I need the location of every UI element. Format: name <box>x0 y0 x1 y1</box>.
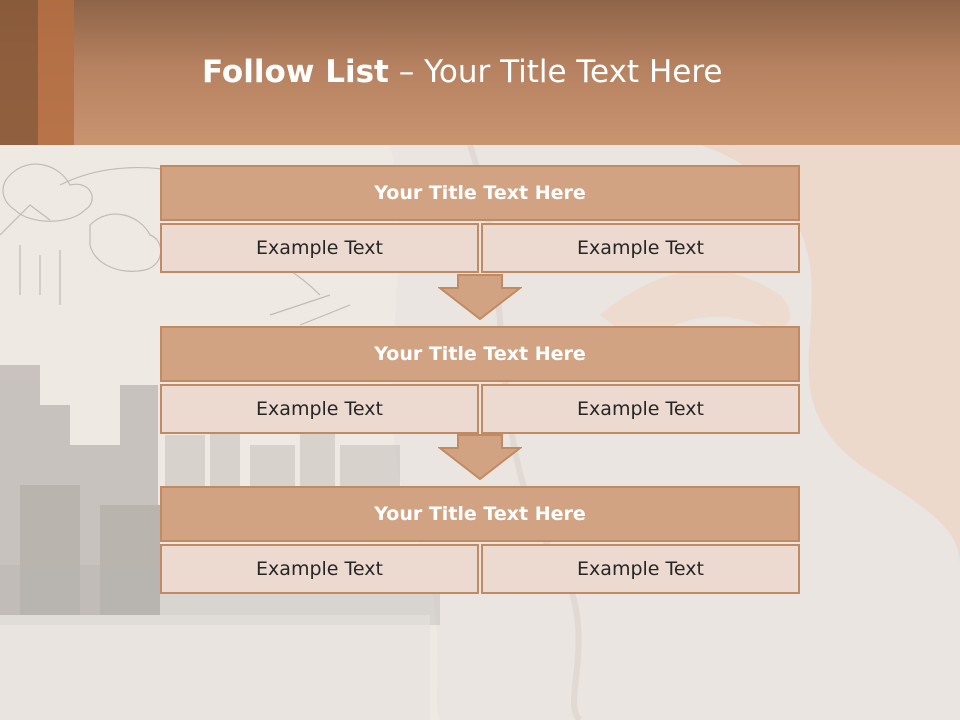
block-cell-right: Example Text <box>481 544 800 594</box>
block-cell-left: Example Text <box>160 223 479 273</box>
list-block: Your Title Text Here Example Text Exampl… <box>160 486 800 594</box>
down-arrow-icon <box>438 434 522 480</box>
block-cell-left: Example Text <box>160 384 479 434</box>
list-block: Your Title Text Here Example Text Exampl… <box>160 326 800 434</box>
slide-title: Follow List – Your Title Text Here <box>202 54 722 90</box>
block-row: Example Text Example Text <box>160 544 800 594</box>
list-block: Your Title Text Here Example Text Exampl… <box>160 165 800 273</box>
header-accent-strip <box>0 0 38 145</box>
block-row: Example Text Example Text <box>160 384 800 434</box>
block-cell-right: Example Text <box>481 223 800 273</box>
block-cell-left: Example Text <box>160 544 479 594</box>
slide-title-rest: – Your Title Text Here <box>388 54 723 90</box>
block-cell-right: Example Text <box>481 384 800 434</box>
header-accent-strip <box>38 0 74 145</box>
block-title: Your Title Text Here <box>160 486 800 542</box>
header-band: Follow List – Your Title Text Here <box>0 0 960 145</box>
block-title: Your Title Text Here <box>160 326 800 382</box>
block-title: Your Title Text Here <box>160 165 800 221</box>
slide-title-bold: Follow List <box>202 54 389 90</box>
down-arrow-icon <box>438 274 522 320</box>
block-row: Example Text Example Text <box>160 223 800 273</box>
